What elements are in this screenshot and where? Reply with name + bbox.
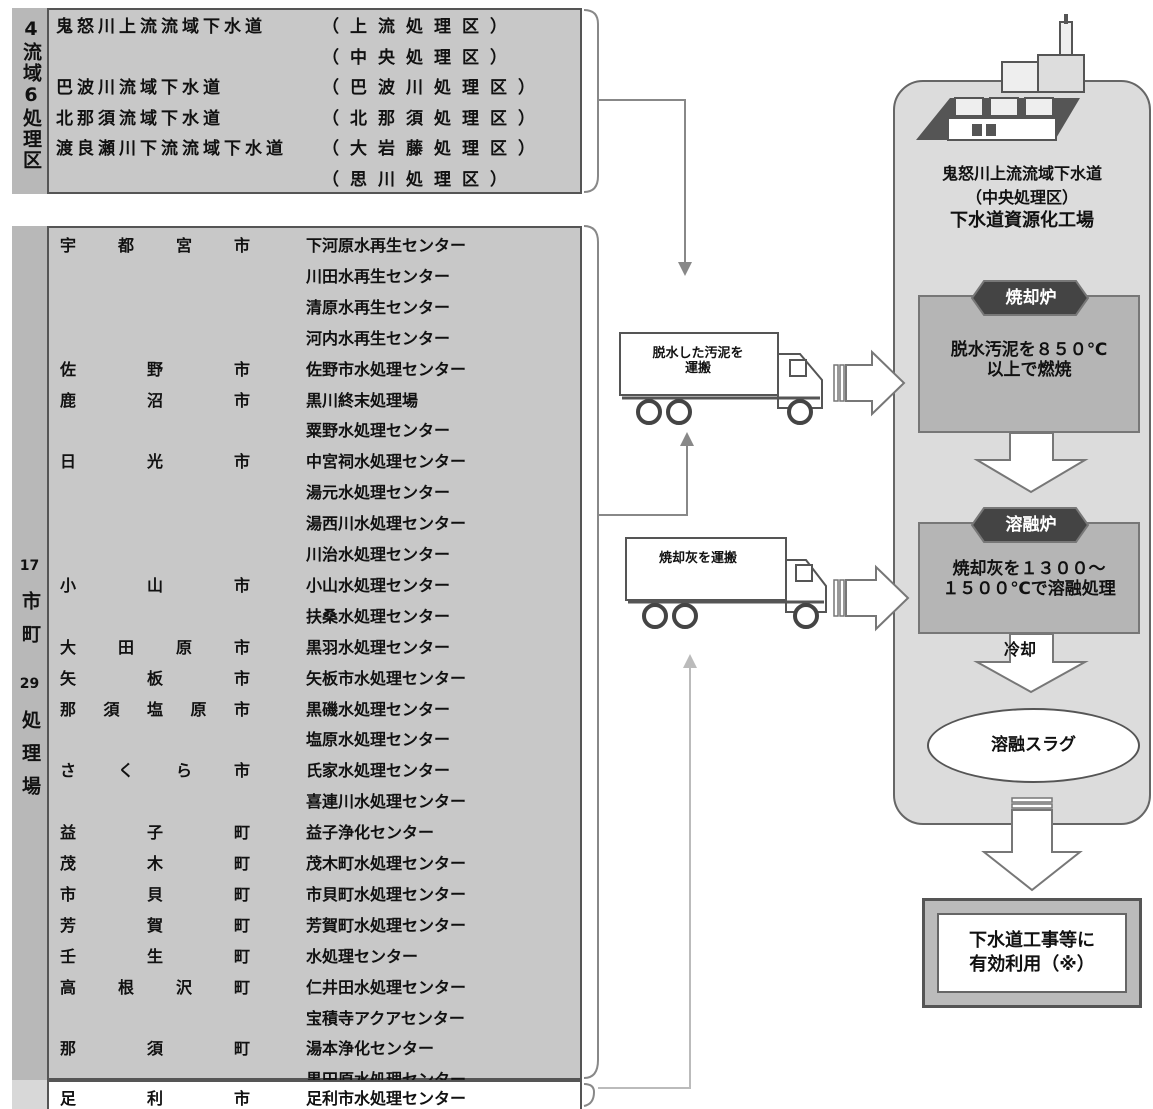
plant-name-line2: （中央処理区） <box>893 184 1151 208</box>
last-bracket <box>584 1084 594 1106</box>
truck1-label-text: 脱水した汚泥を運搬 <box>652 346 743 376</box>
molten-slag: 溶融スラグ <box>927 708 1140 783</box>
left-connector-arrow <box>680 432 694 446</box>
melting-text1: 焼却灰を１３００～ <box>920 558 1138 580</box>
melting-text2: １５００℃で溶融処理 <box>920 578 1138 600</box>
truck2-to-melting-arrow <box>834 567 908 629</box>
last-connector <box>598 660 690 1088</box>
cooling-label: 冷却 <box>1004 636 1036 660</box>
left-connector <box>598 438 687 515</box>
truck1-to-incinerator-arrow <box>834 352 904 414</box>
incinerator-label: 焼却炉 <box>972 281 1090 315</box>
incinerator-text2: 以上で燃焼 <box>920 359 1138 381</box>
melting-box: 溶融炉 焼却灰を１３００～ １５００℃で溶融処理 冷却 <box>918 522 1140 634</box>
reuse-line1: 下水道工事等に <box>969 929 1095 953</box>
top-connector-arrow <box>678 262 692 276</box>
melting-label: 溶融炉 <box>972 508 1090 542</box>
truck1-label: 脱水した汚泥を運搬 <box>648 346 748 376</box>
incinerator-box: 焼却炉 脱水汚泥を８５０℃ 以上で燃焼 <box>918 295 1140 433</box>
truck2-label-text: 焼却灰を運搬 <box>659 551 737 566</box>
plant-name-line3: 下水道資源化工場 <box>893 206 1151 232</box>
reuse-line2: 有効利用（※） <box>969 953 1095 977</box>
factory-icon <box>916 14 1084 140</box>
incinerator-text1: 脱水汚泥を８５０℃ <box>920 339 1138 361</box>
slag-to-reuse-arrow <box>984 798 1080 890</box>
reuse-box: 下水道工事等に 有効利用（※） <box>922 898 1142 1008</box>
reuse-inner: 下水道工事等に 有効利用（※） <box>937 913 1127 993</box>
top-connector <box>598 100 685 270</box>
left-bracket <box>584 226 598 1078</box>
truck2-label: 焼却灰を運搬 <box>658 551 738 566</box>
incinerator-down-arrow <box>977 433 1085 492</box>
plant-name-line1: 鬼怒川上流流域下水道 <box>893 160 1151 184</box>
last-connector-arrow <box>683 654 697 668</box>
top-bracket <box>584 10 598 192</box>
